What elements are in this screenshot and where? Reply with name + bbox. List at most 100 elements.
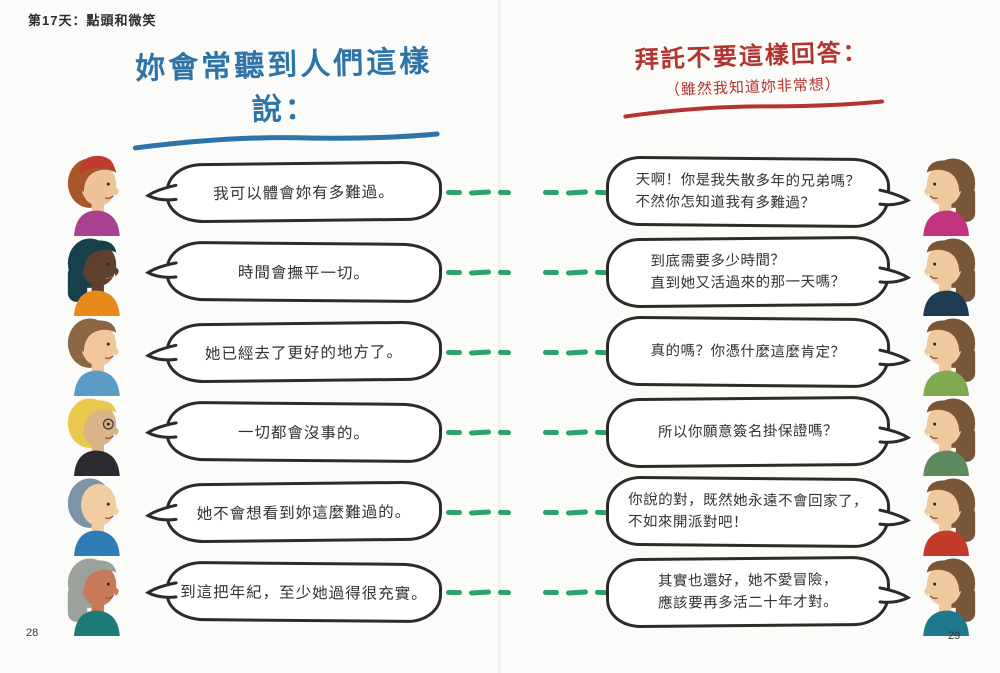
bubble-tail — [145, 503, 178, 522]
dash — [565, 508, 589, 516]
dash — [565, 268, 589, 276]
dialogue-row: 時間會撫平一切。 到底需要多少時間？ 直到她又活過來的那一天嗎？ — [0, 228, 1000, 316]
bubble-tail — [878, 266, 912, 284]
left-title-block: 妳會常聽到人們這樣說： — [111, 36, 459, 153]
profile-face-icon — [67, 398, 120, 476]
dash — [468, 588, 492, 596]
speech-bubble-statement: 她已經去了更好的地方了。 — [145, 320, 443, 384]
dash — [543, 429, 559, 435]
speech-bubble-statement: 到這把年紀，至少她過得很充實。 — [145, 560, 443, 624]
right-title-underline — [623, 99, 884, 119]
speech-bubble-statement: 時間會撫平一切。 — [145, 240, 443, 304]
dialogue-row: 她不會想看到妳這麼難過的。 你說的對，既然她永遠不會回家了， 不如來開派對吧！ — [0, 468, 1000, 556]
speech-bubble-statement: 我可以體會妳有多難過。 — [145, 160, 443, 224]
right-title-block: 拜託不要這樣回答： （雖然我知道妳非常想） — [604, 31, 902, 120]
statement-text: 時間會撫平一切。 — [237, 264, 371, 283]
dash-connector — [446, 508, 609, 516]
profile-face-icon — [67, 558, 120, 636]
reply-text: 你說的對，既然她永遠不會回家了， 不如來開派對吧！ — [627, 491, 869, 531]
dash-group — [543, 508, 609, 516]
statement-text: 一切都會沒事的。 — [237, 424, 371, 443]
dash — [468, 268, 492, 276]
face-woman-braid-red-shirt — [907, 468, 987, 556]
dash — [446, 589, 462, 595]
face-woman-ponytail-green-shirt — [907, 308, 987, 396]
face-woman-loose-hair-navy-shirt — [907, 228, 987, 316]
profile-face-icon — [67, 318, 120, 396]
face-woman-hair-clip-striped-shirt — [907, 388, 987, 476]
dialogue-row: 我可以體會妳有多難過。 天啊！你是我失散多年的兄弟嗎？ 不然你怎知道我有多難過？ — [0, 148, 1000, 236]
profile-face-icon — [67, 478, 120, 556]
dash — [565, 348, 589, 356]
dash — [468, 188, 492, 196]
dash-group — [543, 428, 609, 436]
dash — [543, 349, 559, 355]
statement-text: 我可以體會妳有多難過。 — [213, 184, 395, 203]
reply-text: 真的嗎？你憑什麼這麼肯定？ — [650, 342, 846, 361]
dash — [565, 588, 589, 596]
page-gutter — [497, 0, 502, 673]
speech-bubble-reply: 到底需要多少時間？ 直到她又活過來的那一天嗎？ — [605, 235, 912, 309]
face-man-red-beanie-beard — [56, 148, 136, 236]
speech-bubble-reply: 天啊！你是我失散多年的兄弟嗎？ 不然你怎知道我有多難過？ — [605, 155, 911, 229]
dash-group — [446, 268, 512, 276]
page-number-right: 29 — [948, 630, 961, 642]
dialogue-row: 到這把年紀，至少她過得很充實。 其實也還好，她不愛冒險， 應該要再多活二十年才對… — [0, 548, 1000, 636]
dash-group — [446, 428, 512, 436]
dialogue-row: 一切都會沒事的。 所以你願意簽名掛保證嗎？ — [0, 388, 1000, 476]
profile-face-icon — [923, 318, 976, 396]
speech-bubble-statement: 她不會想看到妳這麼難過的。 — [145, 480, 443, 544]
dash — [565, 428, 589, 436]
bubble-tail — [145, 581, 178, 599]
dash — [543, 269, 559, 275]
dash — [446, 509, 462, 515]
reply-text: 天啊！你是我失散多年的兄弟嗎？ 不然你怎知道我有多難過？ — [635, 171, 861, 212]
dash — [468, 508, 492, 516]
dash — [446, 429, 462, 435]
bubble-tail — [145, 421, 178, 439]
reply-text: 到底需要多少時間？ 直到她又活過來的那一天嗎？ — [650, 252, 846, 292]
dash-group — [543, 588, 609, 596]
dash — [446, 349, 462, 355]
face-woman-long-hair-teal-shirt — [907, 548, 987, 636]
dash-group — [543, 188, 609, 196]
bubble-tail — [878, 348, 911, 367]
bubble-tail — [878, 586, 912, 604]
speech-bubble-reply: 你說的對，既然她永遠不會回家了， 不如來開派對吧！ — [605, 475, 911, 549]
left-page-title: 妳會常聽到人們這樣說： — [134, 45, 433, 127]
dash-group — [543, 348, 609, 356]
dash-connector — [446, 428, 609, 436]
speech-bubble-reply: 所以你願意簽名掛保證嗎？ — [605, 395, 912, 469]
dash-group — [446, 508, 512, 516]
dash — [446, 189, 462, 195]
left-title-underline — [132, 131, 440, 151]
dash — [468, 348, 492, 356]
bubble-tail — [145, 343, 178, 362]
bubble-tail — [145, 183, 178, 202]
dialogue-rows: 我可以體會妳有多難過。 天啊！你是我失散多年的兄弟嗎？ 不然你怎知道我有多難過？ — [0, 148, 1000, 636]
face-woman-dark-skin-ponytail — [56, 228, 136, 316]
statement-text: 她已經去了更好的地方了。 — [204, 343, 404, 364]
dash — [543, 189, 559, 195]
dash-group — [446, 588, 512, 596]
dialogue-row: 她已經去了更好的地方了。 真的嗎？你憑什麼這麼肯定？ — [0, 308, 1000, 396]
face-man-brown-hair-striped-shirt — [56, 308, 136, 396]
profile-face-icon — [923, 478, 976, 556]
bubble-tail — [878, 508, 911, 527]
bubble-tail — [878, 426, 912, 444]
profile-face-icon — [923, 398, 976, 476]
bubble-tail — [145, 261, 178, 279]
profile-face-icon — [923, 558, 976, 636]
dash-connector — [446, 348, 609, 356]
speech-bubble-statement: 一切都會沒事的。 — [145, 400, 443, 464]
reply-text: 其實也還好，她不愛冒險， 應該要再多活二十年才對。 — [657, 571, 839, 612]
profile-face-icon — [923, 238, 976, 316]
page-number-left: 28 — [26, 627, 39, 639]
profile-face-icon — [67, 238, 120, 316]
reply-text: 所以你願意簽名掛保證嗎？ — [657, 422, 839, 441]
dash-connector — [446, 588, 609, 596]
dash-connector — [446, 268, 609, 276]
dash — [446, 269, 462, 275]
speech-bubble-reply: 其實也還好，她不愛冒險， 應該要再多活二十年才對。 — [605, 555, 912, 629]
